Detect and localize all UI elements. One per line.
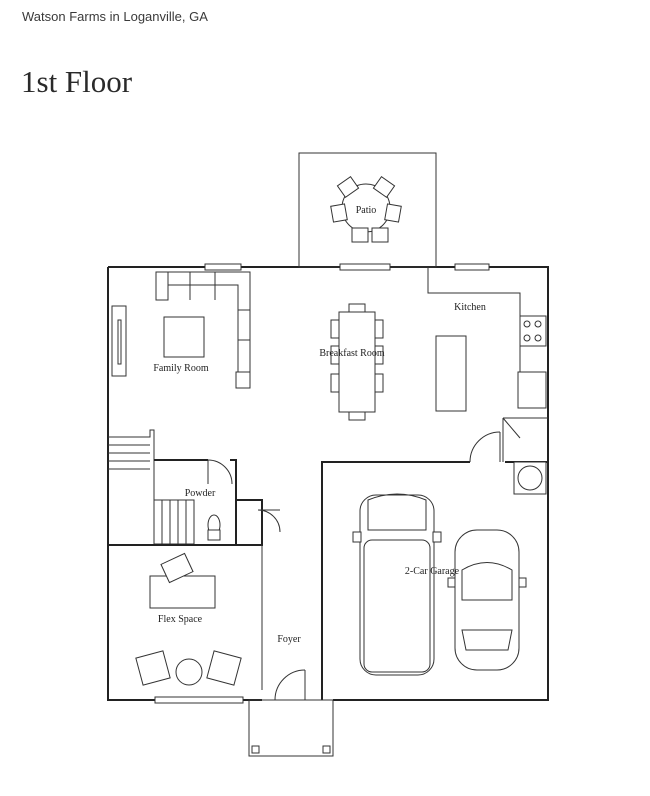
kitchen-island (435, 335, 467, 412)
car (447, 529, 527, 671)
foyer: Foyer (248, 634, 334, 757)
community-name: Watson Farms in Loganville, GA (22, 9, 208, 24)
windows (154, 263, 490, 704)
armchair-left (135, 650, 171, 686)
kitchen: Kitchen (427, 267, 547, 412)
coffee-table (163, 316, 205, 358)
patio-chairs (330, 175, 402, 243)
water-heater (513, 461, 547, 495)
breakfast-table: Breakfast Room (319, 303, 385, 421)
floor-title: 1st Floor (21, 64, 133, 99)
powder-room: Powder (108, 459, 237, 546)
kitchen-label: Kitchen (454, 302, 486, 313)
side-table (175, 658, 203, 686)
coat-closet (236, 499, 281, 546)
breakfast-label: Breakfast Room (319, 348, 384, 359)
garage-label: 2-Car Garage (405, 566, 460, 577)
garage: 2-Car Garage (321, 417, 548, 700)
truck (352, 493, 442, 676)
fridge (517, 371, 547, 409)
powder-label: Powder (185, 488, 216, 499)
patio-label: Patio (356, 205, 377, 216)
family-room-label: Family Room (153, 363, 209, 374)
foyer-label: Foyer (277, 634, 301, 645)
fireplace (111, 305, 127, 377)
armchair-right (206, 650, 242, 686)
flex-space: Flex Space (135, 545, 263, 690)
desk (149, 575, 216, 609)
stairs (108, 429, 195, 545)
patio: Patio (298, 152, 437, 268)
front-porch (248, 699, 334, 757)
family-room: Family Room (111, 271, 251, 389)
sofa-arm (155, 271, 169, 301)
flex-label: Flex Space (158, 614, 203, 625)
stove (519, 315, 547, 347)
desk-chair (160, 552, 194, 584)
